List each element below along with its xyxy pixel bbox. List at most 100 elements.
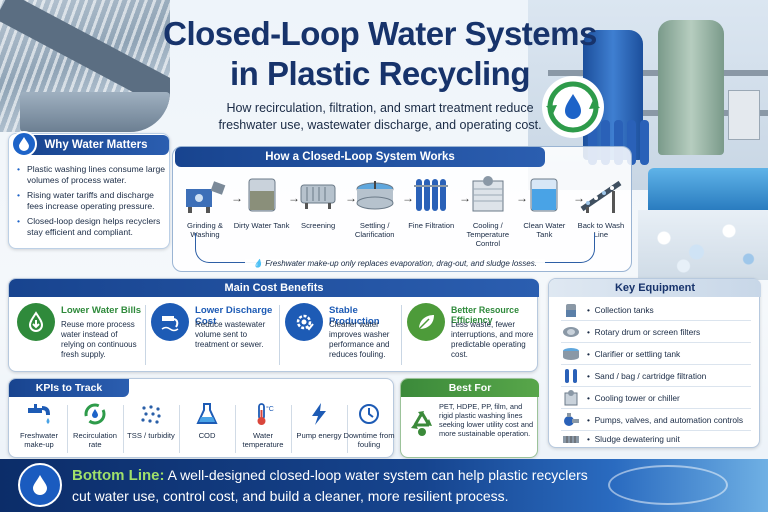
particles-icon (136, 401, 166, 427)
best-for-text: PET, HDPE, PP, film, and rigid plastic w… (439, 402, 534, 438)
leaf-icon (407, 303, 445, 341)
benefit-text: Reduce wastewater volume sent to treatme… (195, 320, 266, 349)
svg-text:°C: °C (266, 405, 274, 413)
best-for-title: Best For (401, 379, 539, 397)
flow-arrow-icon: → (288, 191, 300, 205)
recycle-icon (407, 409, 437, 439)
page-subtitle: How recirculation, filtration, and smart… (218, 101, 542, 132)
water-splash-decoration (608, 465, 728, 505)
equipment-item: • Cooling tower or chiller (561, 388, 757, 408)
equipment-label: • Pumps, valves, and automation controls (587, 415, 744, 425)
key-equipment-card: Key Equipment • Collection tanks • Rotar… (548, 278, 761, 449)
kpis-card: KPIs to Track Freshwater make-up Recircu… (8, 378, 395, 458)
bottom-line-label: Bottom Line: (72, 467, 165, 484)
drum-filter-icon (561, 323, 581, 341)
water-drop-icon (11, 131, 37, 157)
benefit-text: Cleaner water improves washer performanc… (329, 320, 390, 359)
flow-arrow-icon: → (345, 191, 357, 205)
cartridge-icon (561, 367, 581, 385)
equipment-item: • Pumps, valves, and automation controls (561, 410, 757, 430)
process-step: Clean Water Tank (516, 175, 572, 248)
why-title: Why Water Matters (23, 135, 169, 155)
cooling-tower-icon (465, 175, 511, 215)
freshwater-note: 💧 Freshwater make-up only replaces evapo… (245, 259, 545, 268)
filter-cartridge-icon (408, 175, 454, 215)
step-label: Back to Wash Line (577, 221, 625, 239)
benefit-text: Reuse more process water instead of rely… (61, 320, 137, 359)
kpi-item: COD (181, 401, 233, 440)
benefit-title: Stable Production (329, 305, 380, 327)
chiller-icon (561, 389, 581, 407)
water-drop-icon (18, 463, 62, 507)
benefit-item: Stable Production Cleaner water improves… (285, 303, 405, 369)
kpi-item: TSS / turbidity (125, 401, 177, 440)
washing-line-photo (0, 0, 170, 132)
collection-tank-icon (561, 301, 581, 319)
benefit-title: Better Resource Efficiency (451, 305, 519, 325)
bottom-line-banner: Bottom Line: A well-designed closed-loop… (0, 459, 768, 512)
equipment-item: • Collection tanks (561, 300, 757, 320)
kpi-label: Freshwater make-up (20, 431, 58, 449)
benefits-title: Main Cost Benefits (9, 279, 539, 297)
step-label: Clean Water Tank (523, 221, 566, 239)
discharge-pipe-icon (151, 303, 189, 341)
kpi-label: Pump energy (296, 431, 342, 440)
benefit-item: Lower Water Bills Reuse more process wat… (17, 303, 142, 369)
flow-arrow-icon: → (231, 191, 243, 205)
equipment-label: • Sludge dewatering unit (587, 434, 680, 444)
plastic-flakes-photo (638, 210, 768, 280)
clock-icon (354, 401, 384, 427)
flow-arrow-icon: → (459, 191, 471, 205)
step-label: Dirty Water Tank (233, 221, 290, 230)
kpi-label: Downtime from fouling (343, 431, 395, 449)
process-step: Settling / Clarification (347, 175, 403, 248)
equipment-label: • Collection tanks (587, 305, 654, 315)
bottom-line-text: Bottom Line: A well-designed closed-loop… (72, 467, 588, 504)
process-step: Cooling / Temperature Control (460, 175, 516, 248)
flow-arrow-icon: → (573, 191, 585, 205)
best-for-card: Best For PET, HDPE, PP, film, and rigid … (400, 378, 539, 458)
benefit-item: Better Resource Efficiency Less waste, f… (407, 303, 537, 369)
clean-tank-icon (521, 175, 567, 215)
cost-benefits-card: Main Cost Benefits Lower Water Bills Reu… (8, 278, 539, 372)
equipment-title: Key Equipment (549, 279, 761, 297)
kpi-label: TSS / turbidity (127, 431, 175, 440)
screen-filter-icon (295, 175, 341, 215)
kpi-item: Recirculation rate (69, 401, 121, 449)
flask-icon (192, 401, 222, 427)
kpi-item: Freshwater make-up (13, 401, 65, 449)
flow-arrow-icon: → (402, 191, 414, 205)
step-label: Cooling / Temperature Control (466, 221, 510, 248)
benefit-title: Lower Discharge Cost (195, 305, 273, 327)
why-item: Plastic washing lines consume large volu… (17, 164, 169, 185)
kpi-item: Downtime from fouling (343, 401, 395, 449)
equipment-label: • Cooling tower or chiller (587, 393, 680, 403)
kpi-item: Pump energy (293, 401, 345, 440)
process-step: Fine Filtration (403, 175, 459, 248)
kpi-item: °C Water temperature (237, 401, 289, 449)
flow-arrow-icon: → (516, 191, 528, 205)
kpi-label: Recirculation rate (73, 431, 117, 449)
step-label: Fine Filtration (408, 221, 455, 230)
water-down-icon (17, 303, 55, 341)
process-steps: Grinding & Washing Dirty Water Tank Scre… (177, 175, 629, 248)
equipment-label: • Sand / bag / cartridge filtration (587, 371, 707, 381)
process-step: Screening (290, 175, 346, 248)
equipment-item: • Sludge dewatering unit (561, 429, 757, 449)
kpis-title: KPIs to Track (9, 379, 129, 397)
clarifier-icon (352, 175, 398, 215)
step-label: Settling / Clarification (354, 221, 395, 239)
water-recycle-icon (542, 76, 604, 138)
lightning-icon (304, 401, 334, 427)
gear-check-icon (285, 303, 323, 341)
equipment-item: • Sand / bag / cartridge filtration (561, 366, 757, 386)
kpi-label: COD (198, 431, 216, 440)
kpi-label: Water temperature (242, 431, 284, 449)
step-label: Screening (301, 221, 336, 230)
process-step: Dirty Water Tank (234, 175, 290, 248)
equipment-item: • Rotary drum or screen filters (561, 322, 757, 342)
closed-loop-process-card: How a Closed-Loop System Works Grinding … (172, 146, 632, 272)
tank-icon (239, 175, 285, 215)
process-step: Back to Wash Line (573, 175, 629, 248)
page-title: Closed-Loop Water Systems in Plastic Rec… (163, 15, 597, 92)
